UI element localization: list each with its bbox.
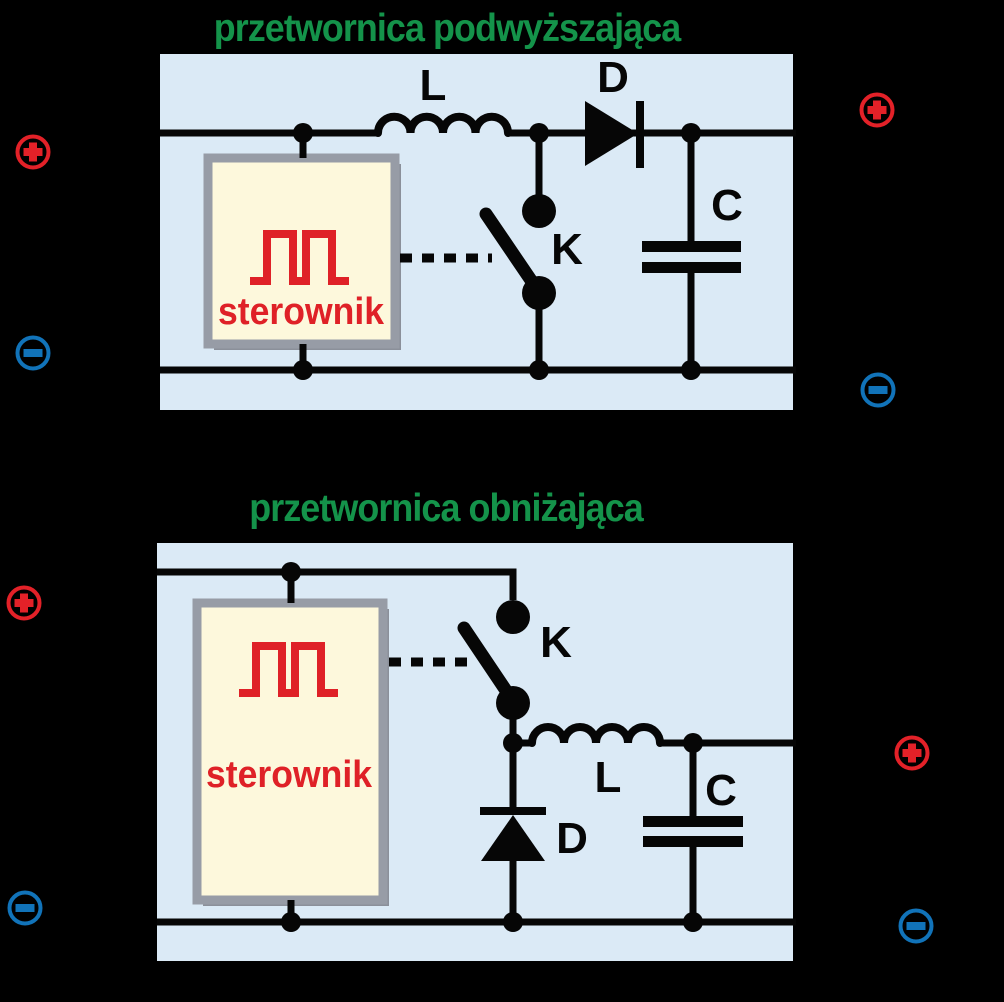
diode-triangle: [585, 101, 638, 166]
pwm-pulse-icon: [250, 230, 349, 285]
inductor-label: L: [595, 753, 622, 802]
capacitor-label: C: [705, 766, 737, 815]
controller-label: sterownik: [206, 754, 373, 796]
pwm-pulse-icon: [239, 642, 338, 697]
junction-dot: [681, 360, 701, 380]
plus-terminal-icon: [15, 134, 51, 170]
switch-contact-top: [496, 600, 530, 634]
boost-title-text: przetwornica podwyższająca: [214, 6, 683, 50]
plus-terminal-icon: [859, 92, 895, 128]
minus-terminal-icon: [7, 890, 43, 926]
switch-label: K: [540, 618, 572, 667]
junction-dot: [529, 123, 549, 143]
switch-contact-bottom: [522, 276, 556, 310]
diode-label: D: [556, 814, 588, 863]
capacitor-plate: [642, 241, 741, 252]
switch-contact-bottom: [496, 686, 530, 720]
junction-dot: [293, 123, 313, 143]
minus-terminal-icon: [898, 908, 934, 944]
capacitor-label: C: [711, 181, 743, 230]
capacitor-plate: [642, 262, 741, 273]
boost-converter: przetwornica podwyższająca sterownik K: [15, 6, 896, 410]
junction-dot: [293, 360, 313, 380]
inductor-label: L: [420, 61, 447, 110]
buck-title: przetwornica obniżająca: [249, 486, 645, 530]
plus-terminal-icon: [894, 735, 930, 771]
diode-triangle: [481, 815, 545, 861]
junction-dot: [681, 123, 701, 143]
junction-dot: [281, 912, 301, 932]
junction-dot: [529, 360, 549, 380]
controller-box: [192, 598, 388, 905]
buck-top-wire: [157, 568, 517, 600]
capacitor-plate: [643, 816, 743, 827]
switch-label: K: [551, 225, 583, 274]
controller-label: sterownik: [218, 291, 385, 333]
capacitor-plate: [643, 836, 743, 847]
diode-label: D: [597, 53, 629, 102]
buck-title-text: przetwornica obniżająca: [249, 486, 645, 530]
junction-dot: [281, 562, 301, 582]
buck-inductor-coil: [528, 723, 664, 747]
boost-inductor-coil: [374, 112, 512, 137]
switch-contact-top: [522, 194, 556, 228]
minus-terminal-icon: [15, 335, 51, 371]
plus-terminal-icon: [6, 585, 42, 621]
buck-converter: przetwornica obniżająca sterownik K L: [6, 486, 934, 961]
boost-title: przetwornica podwyższająca: [214, 6, 683, 50]
minus-terminal-icon: [860, 372, 896, 408]
